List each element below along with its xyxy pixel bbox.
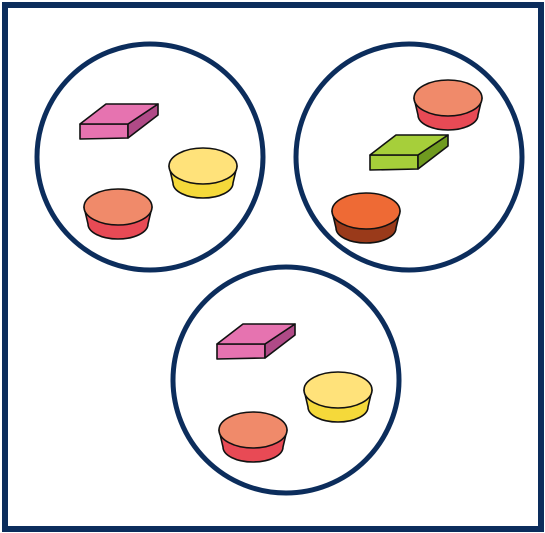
orange-brown-round-disc <box>332 193 400 243</box>
red-round-disc <box>219 412 287 462</box>
group-top-left <box>37 44 263 270</box>
group-top-right <box>296 44 522 270</box>
yellow-round-disc <box>304 372 372 422</box>
red-round-disc <box>84 189 152 239</box>
group-bottom <box>173 267 399 493</box>
yellow-round-disc <box>169 148 237 198</box>
red-round-disc <box>414 80 482 130</box>
